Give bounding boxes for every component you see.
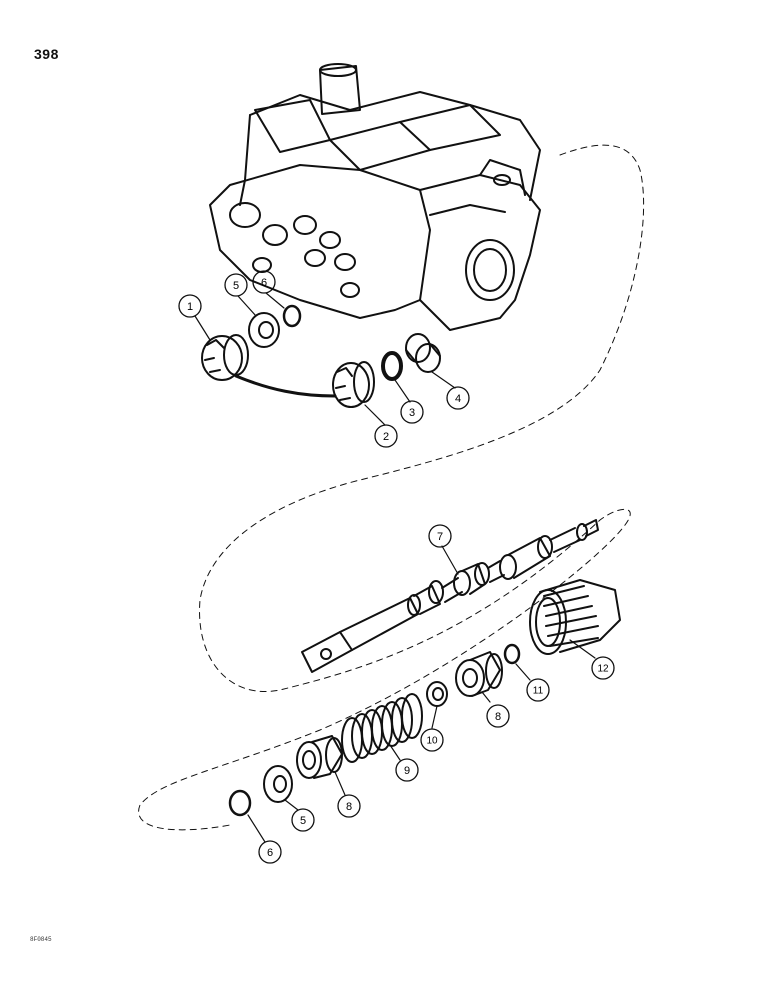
callout-6-lower: 6 xyxy=(267,847,273,859)
callout-5-lower: 5 xyxy=(300,815,306,827)
callout-9: 9 xyxy=(404,765,410,777)
phantom-outline xyxy=(138,144,645,831)
part-8-spring-seat-upper xyxy=(455,651,503,697)
part-11-retaining-ring xyxy=(503,643,521,665)
leader-lines xyxy=(194,292,596,843)
callout-4: 4 xyxy=(455,393,461,405)
part-5-washer-lower xyxy=(263,765,293,803)
part-8-spring-seat-lower xyxy=(296,735,343,779)
callout-5-upper: 5 xyxy=(233,280,239,292)
callout-circles xyxy=(178,270,615,864)
callout-10: 10 xyxy=(426,736,438,747)
connector-curve xyxy=(234,374,337,398)
callout-12: 12 xyxy=(597,664,609,675)
part-2-detent-sleeve xyxy=(332,361,375,408)
valve-body xyxy=(209,63,541,331)
part-3-seal xyxy=(381,351,403,381)
callout-2: 2 xyxy=(383,431,389,443)
part-10-washer xyxy=(426,681,448,707)
part-6-oring-upper xyxy=(282,304,302,328)
callout-6-upper: 6 xyxy=(261,277,267,289)
part-1-detent-sleeve xyxy=(201,334,249,381)
part-5-washer-upper xyxy=(248,312,280,348)
callout-7: 7 xyxy=(437,531,443,543)
part-9-spring xyxy=(341,693,423,763)
callout-8-upper: 8 xyxy=(495,711,501,723)
part-12-cap xyxy=(529,579,621,655)
callout-3: 3 xyxy=(409,407,415,419)
callout-11: 11 xyxy=(533,686,544,697)
page-number: 398 xyxy=(34,46,59,62)
part-7-spool xyxy=(301,519,599,673)
part-6-oring-lower xyxy=(228,789,252,817)
callout-8-lower: 8 xyxy=(346,801,352,813)
callout-1: 1 xyxy=(187,301,193,313)
figure-code: 8F0845 xyxy=(30,936,52,943)
part-4-bushing xyxy=(405,333,441,373)
